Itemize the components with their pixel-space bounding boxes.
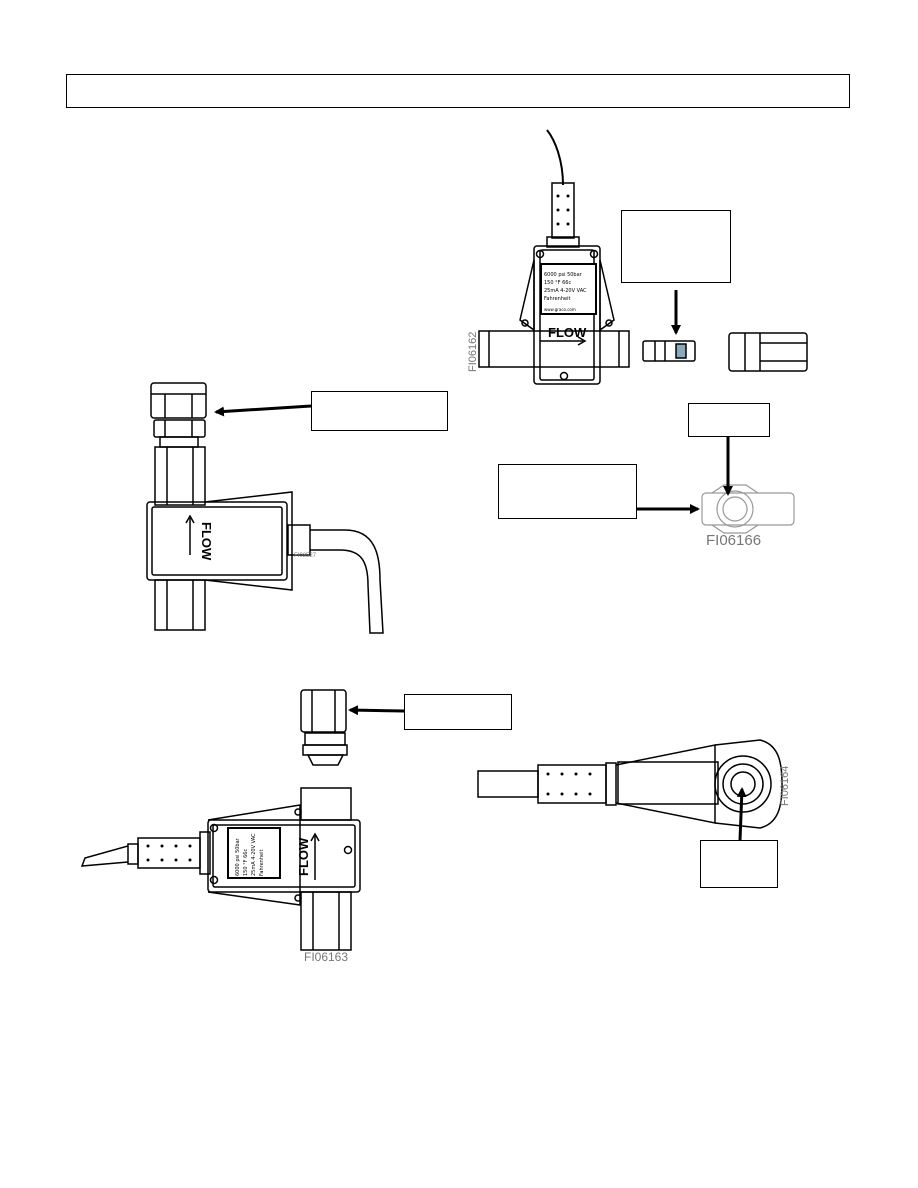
header-box (66, 74, 850, 108)
cable-sleeve-4 (137, 837, 201, 869)
flow-meter-figure-4 (80, 689, 361, 951)
label-line-4-3: 25mA 4-20V VAC (251, 833, 257, 876)
flow-meter-figure-2 (146, 382, 384, 634)
callout-box-fitting (621, 210, 731, 283)
end-port-5 (714, 755, 772, 813)
fitting-large-1 (728, 332, 808, 372)
callout-box-swivel (311, 391, 448, 431)
meter-body-4 (207, 819, 361, 893)
label-line-3: 25mA 4-20V VAC (544, 288, 587, 294)
pipe-1 (478, 330, 630, 368)
callout-box-top-port (688, 403, 770, 437)
meter-body-2 (146, 501, 288, 581)
end-view-figure-3 (701, 484, 795, 534)
label-plate-1 (540, 263, 597, 315)
arrow-swivel (214, 404, 312, 417)
label-line-4-4: Fahrenheit (259, 850, 265, 876)
cable-sleeve-1 (551, 182, 575, 239)
end-view-figure-5 (477, 739, 783, 829)
figure-number-2: FI03527 (294, 553, 317, 559)
figure-number-1: FI06162 (467, 332, 479, 372)
callout-box-side-port (498, 464, 637, 519)
callout-box-end-port (700, 840, 778, 888)
flow-text-4: FLOW (296, 837, 311, 876)
figure-number-3: FI06166 (706, 532, 761, 549)
label-line-2: 150 °F 66c (544, 280, 571, 286)
swivel-nut-2 (150, 382, 207, 419)
cable-1 (546, 129, 564, 186)
label-plate-4-text: 6000 psi 50bar 150 °F 66c 25mA 4-20V VAC… (235, 833, 265, 876)
cable-2 (310, 529, 384, 634)
cable-sleeve-5 (537, 764, 607, 804)
label-line-4-2: 150 °F 66c (243, 849, 249, 876)
label-plate-1-text: 6000 psi 50bar 150 °F 66c 25mA 4-20V VAC… (544, 272, 587, 312)
figure-number-5: FI06164 (779, 766, 791, 806)
arrow-end-port (736, 787, 747, 841)
figure-number-4: FI06163 (304, 950, 348, 964)
label-line-1: 6000 psi 50bar (544, 272, 583, 278)
fitting-small-1 (642, 340, 696, 362)
sleeve-dots-5 (546, 772, 592, 796)
flow-meter-figure-1 (478, 129, 808, 385)
callout-box-nut (404, 694, 512, 730)
flow-text-1: FLOW (548, 325, 587, 340)
leader-arrows (214, 290, 747, 841)
cable-4 (80, 845, 129, 867)
arrow-nut (348, 705, 405, 716)
label-line-4: Fahrenheit (544, 296, 570, 302)
flow-text-2: FLOW (199, 522, 214, 561)
nut-4 (300, 689, 347, 733)
label-plate-4 (227, 827, 281, 879)
sleeve-dots-4 (146, 844, 192, 862)
label-line-4-1: 6000 psi 50bar (235, 837, 241, 876)
label-footer: www.graco.com (544, 307, 576, 312)
